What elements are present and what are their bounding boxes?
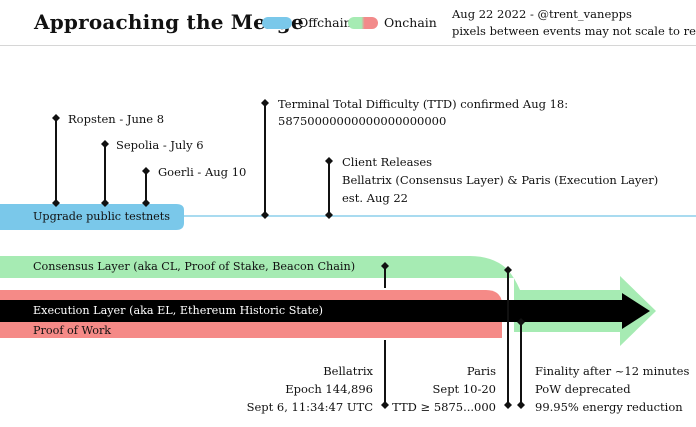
byline: Aug 22 2022 - @trent_vanepps <box>452 7 632 21</box>
sepolia-marker <box>101 140 109 207</box>
header-divider <box>0 45 696 46</box>
goerli-label: Goerli - Aug 10 <box>158 165 247 179</box>
sepolia-label: Sepolia - July 6 <box>116 138 204 152</box>
consensus-layer-label: Consensus Layer (aka CL, Proof of Stake,… <box>33 260 356 273</box>
execution-layer-arrow <box>0 293 650 329</box>
finality-label-line3: 99.95% energy reduction <box>535 400 683 414</box>
testnets-bar <box>0 204 184 230</box>
bellatrix-label-line3: Sept 6, 11:34:47 UTC <box>246 400 373 414</box>
ttd-label-line1: Terminal Total Difficulty (TTD) confirme… <box>278 97 569 111</box>
execution-layer-label: Execution Layer (aka EL, Ethereum Histor… <box>33 304 324 317</box>
paris-label-line1: Paris <box>466 364 496 378</box>
finality-label-line1: Finality after ~12 minutes <box>535 364 690 378</box>
goerli-marker <box>142 167 150 207</box>
finality-marker <box>517 318 525 409</box>
ropsten-label: Ropsten - June 8 <box>68 112 165 126</box>
bellatrix-label-line1: Bellatrix <box>323 364 373 378</box>
onchain-legend-swatch <box>348 17 378 29</box>
bellatrix-marker <box>381 262 389 288</box>
offchain-legend-swatch <box>262 17 292 29</box>
pow-label: Proof of Work <box>33 324 112 337</box>
ropsten-marker <box>52 114 60 207</box>
bellatrix-bottom-marker <box>381 340 389 409</box>
client-release-marker <box>325 157 333 219</box>
finality-label-line2: PoW deprecated <box>535 382 631 396</box>
offchain-legend-label: Offchain <box>298 15 352 30</box>
offchain-timeline-line <box>180 215 696 217</box>
testnets-bar-label: Upgrade public testnets <box>33 210 171 223</box>
paris-label-line3: TTD ≥ 5875...000 <box>392 400 496 414</box>
client-release-line1: Client Releases <box>342 155 433 169</box>
client-release-line2: Bellatrix (Consensus Layer) & Paris (Exe… <box>342 173 659 187</box>
paris-marker <box>504 266 512 409</box>
bellatrix-label-line2: Epoch 144,896 <box>285 382 373 396</box>
page-title: Approaching the Merge <box>34 10 304 34</box>
onchain-legend-label: Onchain <box>384 15 437 30</box>
client-release-line3: est. Aug 22 <box>342 191 409 205</box>
paris-label-line2: Sept 10-20 <box>432 382 496 396</box>
ttd-label-line2: 58750000000000000000000 <box>278 114 447 128</box>
scale-disclaimer: pixels between events may not scale to r… <box>452 24 696 38</box>
ttd-marker <box>261 99 269 219</box>
